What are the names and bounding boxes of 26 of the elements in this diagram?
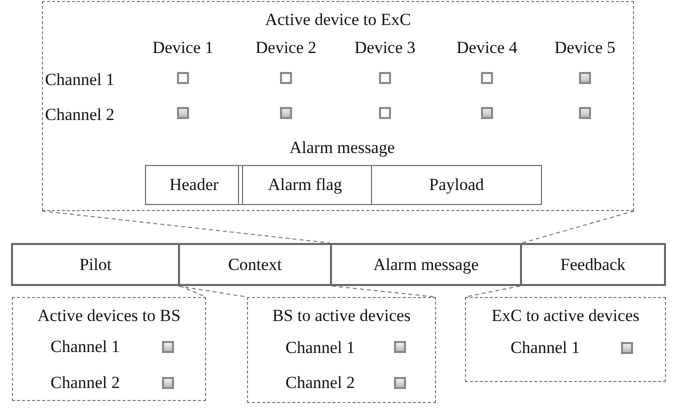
frame-field: Context <box>178 243 332 286</box>
panel-title: ExC to active devices <box>490 306 640 326</box>
row-header: Channel 1 <box>45 70 114 90</box>
column-header: Device 4 <box>456 38 518 58</box>
channel-label: Channel 1 <box>286 338 355 358</box>
panel-title: Active device to ExC <box>264 10 412 30</box>
zoom-line <box>42 210 330 244</box>
zoom-line <box>522 210 634 244</box>
channel-label: Channel 2 <box>50 373 120 393</box>
frame-field: Pilot <box>11 243 180 286</box>
channel-label: Channel 2 <box>286 373 355 393</box>
message-field: Payload <box>371 165 542 205</box>
row-header: Channel 2 <box>45 105 114 125</box>
panel-title: BS to active devices <box>271 306 412 326</box>
column-header: Device 2 <box>256 38 316 58</box>
channel-label: Channel 1 <box>510 338 580 358</box>
section-heading: Alarm message <box>290 138 395 158</box>
frame-field: Alarm message <box>330 243 522 286</box>
message-field: Alarm flag <box>238 165 372 205</box>
column-header: Device 1 <box>152 38 214 58</box>
panel-title: Active devices to BS <box>36 306 182 326</box>
frame-field: Feedback <box>520 243 666 286</box>
channel-label: Channel 1 <box>50 337 120 357</box>
column-header: Device 5 <box>554 38 616 58</box>
column-header: Device 3 <box>354 38 416 58</box>
message-field: Header <box>145 165 243 205</box>
